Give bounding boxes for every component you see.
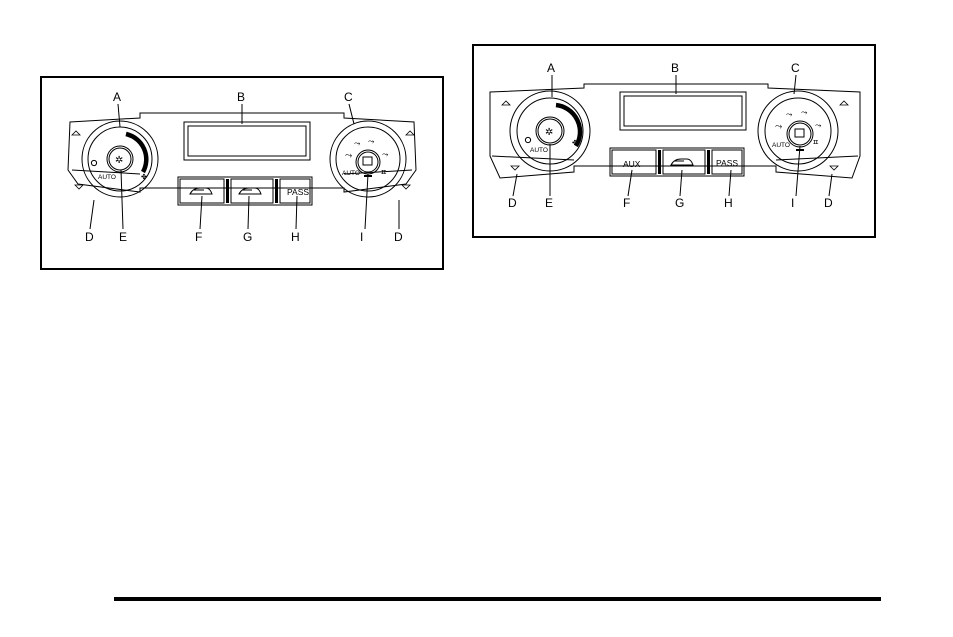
callout-B: B xyxy=(237,90,245,104)
temp-down-arrow-left-icon[interactable] xyxy=(511,166,519,170)
temp-down-arrow-right-icon[interactable] xyxy=(402,185,410,189)
callout-C: C xyxy=(791,61,800,75)
climate-panel-diagram-left: AUTO ✤ ✲ AUTO ⤳ ⤳ ⤳ ⤳ ㅍ xyxy=(42,78,446,272)
temp-down-arrow-left-icon[interactable] xyxy=(75,185,83,189)
fan-knob[interactable]: AUTO ✤ ✲ xyxy=(82,121,158,197)
callout-B: B xyxy=(671,61,679,75)
callout-C: C xyxy=(344,90,353,104)
passenger-button[interactable]: PASS xyxy=(280,179,310,203)
passenger-button[interactable]: PASS xyxy=(712,150,742,174)
floor-mode-icon: ⤳ xyxy=(801,108,808,117)
temp-up-arrow-left-icon[interactable] xyxy=(72,131,80,135)
fan-knob-auto-label: AUTO xyxy=(98,174,116,181)
callout-D-right: D xyxy=(394,230,403,244)
mode-knob-auto-label: AUTO xyxy=(772,142,790,149)
mode-knob-auto-label: AUTO xyxy=(342,170,360,177)
ac-snowflake-icon: ✲ xyxy=(545,127,553,138)
callout-G: G xyxy=(243,230,252,244)
figure-left: AUTO ✤ ✲ AUTO ⤳ ⤳ ⤳ ⤳ ㅍ xyxy=(40,76,444,270)
temp-up-arrow-left-icon[interactable] xyxy=(502,101,510,105)
bilevel-mode-icon: ⤳ xyxy=(786,110,793,119)
callout-A: A xyxy=(547,61,555,75)
callout-H: H xyxy=(724,196,733,210)
callout-D-left: D xyxy=(85,230,94,244)
callout-D-right: D xyxy=(824,196,833,210)
svg-text:AUX: AUX xyxy=(623,159,641,169)
defog-mode-icon: ⤳ xyxy=(815,121,822,130)
defrost-mode-icon: ㅍ xyxy=(380,168,387,177)
display-screen xyxy=(184,122,310,160)
mode-knob[interactable]: AUTO ⤳ ⤳ ⤳ ⤳ ㅍ xyxy=(330,121,406,197)
outside-air-button[interactable] xyxy=(231,179,273,203)
defrost-mode-icon: ㅍ xyxy=(812,138,819,147)
temp-down-arrow-right-icon[interactable] xyxy=(830,166,838,170)
callout-A: A xyxy=(113,90,121,104)
callout-F: F xyxy=(195,230,202,244)
callout-I: I xyxy=(360,230,363,244)
climate-panel-diagram-right: AUTO ✤ ✲ AUTO ⤳ ⤳ ⤳ ⤳ ㅍ AUX xyxy=(474,46,878,240)
callout-H: H xyxy=(291,230,300,244)
aux-button[interactable]: AUX xyxy=(612,150,656,174)
floor-mode-icon: ⤳ xyxy=(368,137,375,146)
display-screen xyxy=(620,92,746,130)
recirculation-button[interactable] xyxy=(663,150,705,174)
bilevel-mode-icon: ⤳ xyxy=(354,139,361,148)
vent-mode-icon: ⤳ xyxy=(775,122,782,132)
callout-I: I xyxy=(791,196,794,210)
callout-F: F xyxy=(623,196,630,210)
ac-snowflake-icon: ✲ xyxy=(115,155,123,166)
temp-up-arrow-right-icon[interactable] xyxy=(406,131,414,135)
callout-E: E xyxy=(119,230,127,244)
footer-rule xyxy=(114,597,881,601)
callout-E: E xyxy=(545,196,553,210)
fan-icon: ✤ xyxy=(141,173,147,181)
figure-right: AUTO ✤ ✲ AUTO ⤳ ⤳ ⤳ ⤳ ㅍ AUX xyxy=(472,44,876,238)
defog-mode-icon: ⤳ xyxy=(382,150,389,159)
callout-G: G xyxy=(675,196,684,210)
callout-D-left: D xyxy=(508,196,517,210)
temp-up-arrow-right-icon[interactable] xyxy=(840,101,848,105)
fan-knob-auto-label: AUTO xyxy=(530,147,548,154)
svg-text:PASS: PASS xyxy=(287,187,309,197)
svg-text:PASS: PASS xyxy=(716,158,738,168)
vent-mode-icon: ⤳ xyxy=(345,151,352,161)
fan-icon: ✤ xyxy=(572,139,578,147)
